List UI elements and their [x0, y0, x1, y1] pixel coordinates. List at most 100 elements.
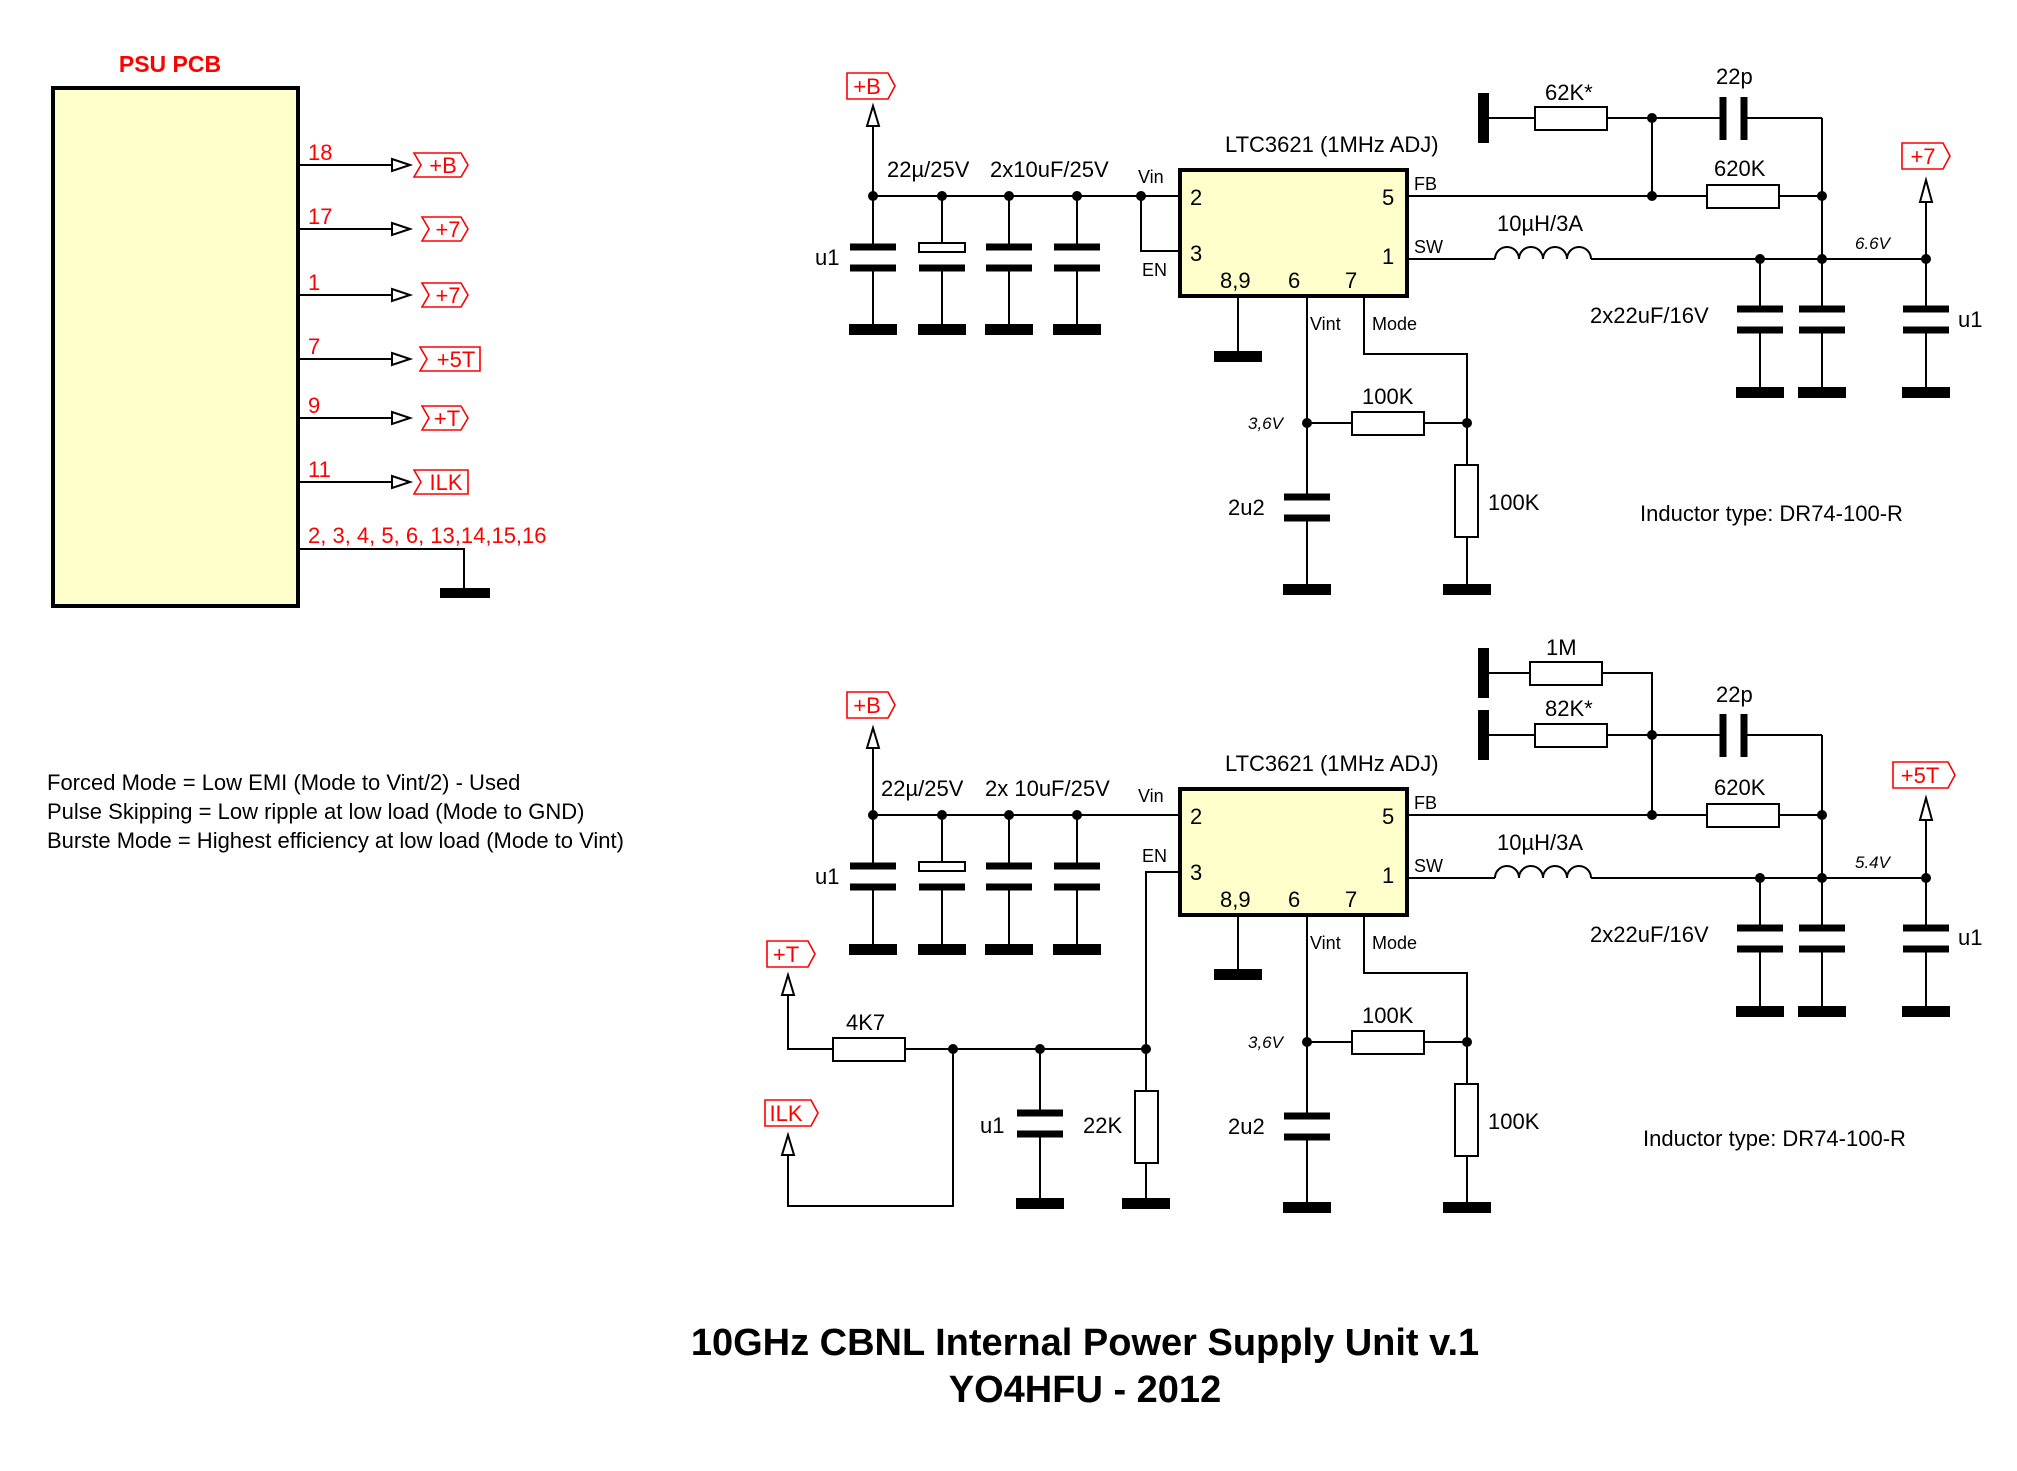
en-label: EN [1142, 260, 1167, 280]
pin-number: 2 [1190, 804, 1202, 829]
resistor-label: 62K* [1545, 80, 1593, 105]
psu-pin-net: +7 [435, 217, 460, 242]
input-capacitor [1053, 196, 1101, 335]
ground-icon [1214, 351, 1262, 362]
cap-label: 22p [1716, 64, 1753, 89]
pin-number: 3 [1190, 241, 1202, 266]
pin-number: 7 [1345, 268, 1357, 293]
output-capacitor [1902, 878, 1950, 1017]
pin-number: 6 [1288, 887, 1300, 912]
psu-pcb-label: PSU PCB [119, 51, 221, 77]
input-arrow-icon [865, 724, 881, 749]
cap-label: 22p [1716, 682, 1753, 707]
net-flag-icon [412, 469, 469, 495]
ground-icon [1016, 1198, 1064, 1209]
input-capacitor [849, 815, 897, 955]
output-arrow-icon [1918, 794, 1934, 821]
input-capacitor [849, 196, 897, 335]
en-net-label: +T [773, 942, 799, 967]
cap-label: u1 [1958, 307, 1982, 332]
pin-number: 1 [1382, 244, 1394, 269]
vint-capacitor [1283, 423, 1331, 595]
fb-label: FB [1414, 793, 1437, 813]
cap-label: 22µ/25V [881, 776, 964, 801]
psu-pin-row: 17 +7 [298, 204, 469, 242]
net-flag-icon [420, 282, 469, 308]
en-label: EN [1142, 846, 1167, 866]
resistor-label: 1M [1546, 635, 1577, 660]
resistor-label: 100K [1362, 1003, 1414, 1028]
resistor-label: 82K* [1545, 696, 1593, 721]
title-block: 10GHz CBNL Internal Power Supply Unit v.… [691, 1322, 1479, 1411]
sw-label: SW [1414, 237, 1443, 257]
net-flag-icon [764, 1099, 819, 1127]
cap-label: 2x 10uF/25V [985, 776, 1110, 801]
input-arrow-icon [780, 1131, 796, 1156]
output-arrow-icon [391, 351, 414, 367]
input-capacitor [985, 815, 1033, 955]
title-line-1: 10GHz CBNL Internal Power Supply Unit v.… [691, 1322, 1479, 1364]
ground-icon [1736, 387, 1784, 398]
inductor-label: 10µH/3A [1497, 211, 1583, 236]
input-net-label: +B [853, 74, 881, 99]
sw-label: SW [1414, 856, 1443, 876]
input-electrolytic-capacitor [918, 196, 966, 335]
output-arrow-icon [391, 157, 414, 173]
ground-icon [1283, 1202, 1331, 1213]
psu-pcb-block: PSU PCB 18 +B 17 +7 1 +7 7 [51, 51, 547, 608]
output-net-label: +7 [1910, 144, 1935, 169]
ilk-net-label: ILK [769, 1101, 802, 1126]
cap-label: u1 [815, 245, 839, 270]
output-arrow-icon [391, 221, 414, 237]
output-arrow-icon [391, 474, 414, 490]
cap-label: u1 [980, 1113, 1004, 1138]
input-arrow-icon [865, 102, 881, 127]
net-flag-icon [1901, 142, 1951, 170]
ground-icon [985, 944, 1033, 955]
output-net-label: +5T [1901, 763, 1940, 788]
inductor-icon [1494, 246, 1592, 260]
ground-icon [1478, 648, 1489, 698]
input-electrolytic-capacitor [918, 815, 966, 955]
pin-number: 7 [1345, 887, 1357, 912]
ground-icon [1122, 1198, 1170, 1209]
output-arrow-icon [391, 287, 414, 303]
ic-label: LTC3621 (1MHz ADJ) [1225, 751, 1439, 776]
input-arrow-icon [780, 971, 796, 996]
net-flag-icon [1892, 761, 1956, 789]
vint-capacitor [1283, 1042, 1331, 1213]
ground-icon [1736, 1006, 1784, 1017]
feedback-resistor [1706, 803, 1780, 828]
pin-number: 3 [1190, 860, 1202, 885]
mode-notes: Forced Mode = Low EMI (Mode to Vint/2) -… [47, 770, 624, 853]
mode-label: Mode [1372, 933, 1417, 953]
note-line: Burste Mode = Highest efficiency at low … [47, 828, 624, 853]
mode-label: Mode [1372, 314, 1417, 334]
ground-icon [1443, 584, 1491, 595]
psu-pin-net: +5T [437, 347, 476, 372]
vout-label: 5.4V [1855, 853, 1892, 872]
mode-resistor [1454, 464, 1479, 538]
cap-label: 2x22uF/16V [1590, 922, 1709, 947]
psu-pin-number: 17 [308, 204, 332, 229]
ground-icon [918, 324, 966, 335]
net-flag-icon [420, 405, 469, 431]
regulator-2: +B [764, 635, 1982, 1213]
resistor-label: 620K [1714, 156, 1766, 181]
psu-pin-number: 7 [308, 334, 320, 359]
ground-icon [1478, 93, 1489, 143]
cap-label: u1 [815, 864, 839, 889]
enable-resistor [832, 1037, 906, 1062]
ground-icon [1053, 324, 1101, 335]
resistor-label: 620K [1714, 775, 1766, 800]
resistor-label: 100K [1488, 490, 1540, 515]
resistor-label: 22K [1083, 1113, 1122, 1138]
net-flag-icon [766, 940, 816, 968]
psu-pin-number: 18 [308, 140, 332, 165]
resistor-label: 4K7 [846, 1010, 885, 1035]
psu-pin-number: 9 [308, 393, 320, 418]
mode-resistor [1351, 1030, 1425, 1055]
ground-icon [1902, 387, 1950, 398]
